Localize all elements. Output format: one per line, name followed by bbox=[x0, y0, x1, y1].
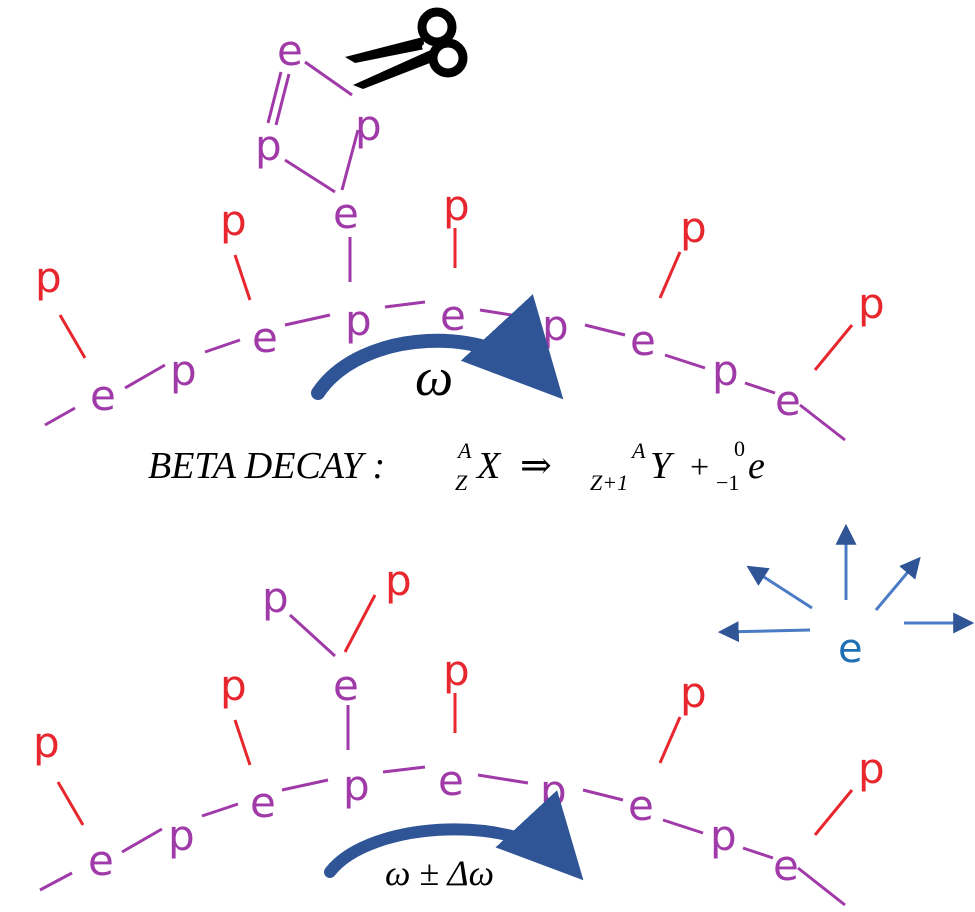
top-side-protons: p p p p p bbox=[35, 181, 885, 328]
rotation-arrow bbox=[324, 790, 584, 881]
bottom-side-protons: p p p p p bbox=[33, 646, 885, 793]
chain-proton: p bbox=[170, 346, 197, 395]
beta-decay-equation: BETA DECAY : A Z X ⇒ A Z+1 Y + 0 −1 e bbox=[148, 436, 765, 495]
branch-electron: e bbox=[277, 26, 303, 75]
chain-electron: e bbox=[90, 371, 116, 420]
rotation-arrow bbox=[311, 294, 564, 400]
rotation-symbol: ω ± Δω bbox=[385, 853, 494, 893]
electron-mass-number: 0 bbox=[734, 436, 745, 461]
daughter-atomic-number: Z+1 bbox=[590, 470, 628, 495]
chain-electron: e bbox=[628, 781, 654, 830]
parent-symbol: X bbox=[475, 445, 502, 487]
top-side-bonds bbox=[58, 228, 854, 371]
daughter-mass-number: A bbox=[630, 438, 646, 463]
side-proton: p bbox=[680, 668, 707, 717]
side-proton: p bbox=[443, 646, 470, 695]
chain-electron: e bbox=[438, 756, 464, 805]
side-proton: p bbox=[35, 253, 62, 302]
chain-proton: p bbox=[343, 761, 370, 810]
side-proton: p bbox=[858, 744, 885, 793]
chain-proton: p bbox=[542, 301, 569, 350]
chain-electron: e bbox=[88, 836, 114, 885]
side-proton: p bbox=[33, 718, 60, 767]
electron-charge-number: −1 bbox=[716, 470, 739, 495]
equation-prefix: BETA DECAY : bbox=[148, 445, 385, 487]
top-chain: e p e p e p e p e p p p bbox=[35, 7, 885, 442]
chain-proton: p bbox=[712, 346, 739, 395]
bottom-branch: e p p bbox=[262, 556, 412, 750]
branch-electron: e bbox=[333, 661, 359, 710]
bottom-chain-bonds bbox=[39, 765, 846, 907]
chain-proton: p bbox=[345, 296, 372, 345]
side-proton: p bbox=[858, 279, 885, 328]
side-proton: p bbox=[443, 181, 470, 230]
scissors-icon bbox=[345, 7, 468, 89]
rotation-symbol: ω bbox=[415, 347, 453, 407]
top-branch: e p p e bbox=[255, 26, 382, 282]
chain-proton: p bbox=[710, 811, 737, 860]
parent-mass-number: A bbox=[456, 438, 472, 463]
parent-atomic-number: Z bbox=[455, 470, 468, 495]
bottom-chain: e p e p e p e p e p p p p bbox=[33, 556, 885, 907]
implies-symbol: ⇒ bbox=[520, 445, 552, 487]
branch-proton: p bbox=[355, 101, 382, 150]
emitted-electron: e bbox=[717, 523, 975, 672]
plus-symbol: + bbox=[690, 449, 709, 486]
chain-electron: e bbox=[250, 778, 276, 827]
electron-symbol: e bbox=[748, 445, 765, 487]
chain-electron: e bbox=[773, 841, 799, 890]
side-proton: p bbox=[220, 661, 247, 710]
chain-proton: p bbox=[168, 811, 195, 860]
electron-label: e bbox=[838, 626, 863, 672]
chain-electron: e bbox=[440, 291, 466, 340]
side-proton: p bbox=[680, 203, 707, 252]
chain-electron: e bbox=[630, 316, 656, 365]
branch-electron: e bbox=[333, 189, 359, 238]
daughter-symbol: Y bbox=[650, 445, 675, 487]
chain-electron: e bbox=[775, 376, 801, 425]
bottom-side-bonds bbox=[56, 693, 854, 836]
branch-proton: p bbox=[385, 556, 412, 605]
branch-proton: p bbox=[255, 121, 282, 170]
chain-proton: p bbox=[540, 766, 567, 815]
side-proton: p bbox=[220, 196, 247, 245]
chain-electron: e bbox=[252, 313, 278, 362]
branch-proton: p bbox=[262, 573, 289, 622]
